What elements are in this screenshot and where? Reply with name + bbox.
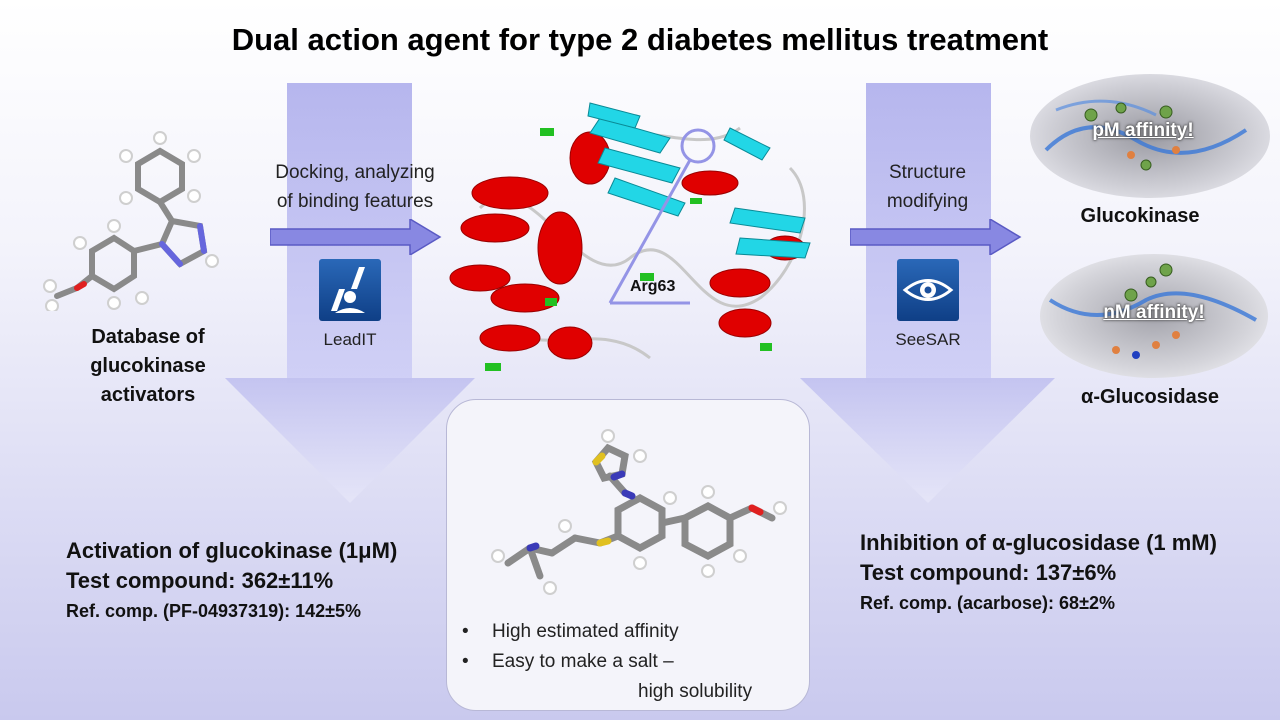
glucosidase-label: α-Glucosidase	[1081, 386, 1219, 408]
list-item: •Easy to make a salt –	[462, 651, 674, 672]
glucokinase-results: Activation of glucokinase (1μM) Test com…	[66, 536, 397, 626]
right-arrow-step2-icon	[850, 219, 1022, 255]
seesar-tool-label: SeeSAR	[895, 330, 961, 349]
glucokinase-results-heading: Activation of glucokinase (1μM)	[66, 538, 398, 563]
glucosidase-results-heading: Inhibition of α-glucosidase (1 mM)	[860, 530, 1217, 555]
list-item-continuation: high solubility	[638, 681, 753, 702]
designed-compound-panel	[446, 399, 810, 711]
compound-features-list: •High estimated affinity •Easy to make a…	[462, 617, 752, 707]
glucosidase-affinity-badge: nM affinity!	[1103, 302, 1205, 323]
leadit-tool-label: LeadIT	[323, 330, 377, 349]
list-item: •High estimated affinity	[462, 621, 679, 642]
designed-compound-molecule-icon	[491, 429, 787, 595]
glucokinase-affinity-badge: pM affinity!	[1092, 120, 1194, 141]
down-arrows	[225, 378, 1055, 503]
down-arrow-right	[800, 378, 1055, 503]
right-arrow-step1-icon	[270, 219, 442, 255]
glucokinase-label: Glucokinase	[1080, 205, 1200, 227]
glucokinase-test-value: Test compound: 362±11%	[66, 568, 334, 593]
database-label: Database of glucokinase activators	[90, 326, 206, 406]
molecule-glucokinase-activator-icon	[43, 131, 219, 311]
seesar-logo-icon	[897, 259, 959, 321]
page-title: Dual action agent for type 2 diabetes me…	[231, 22, 1049, 57]
arg63-label: Arg63	[630, 278, 676, 295]
leadit-logo-icon	[319, 259, 381, 321]
down-arrow-left	[225, 378, 475, 503]
glucosidase-results: Inhibition of α-glucosidase (1 mM) Test …	[860, 528, 1217, 618]
glucosidase-pocket-icon	[1040, 254, 1268, 378]
docking-step-label: Docking, analyzing of binding features	[275, 162, 435, 212]
glucokinase-ref-value: Ref. comp. (PF-04937319): 142±5%	[66, 601, 362, 621]
glucosidase-test-value: Test compound: 137±6%	[860, 560, 1117, 585]
protein-structure-icon	[449, 102, 811, 371]
structure-step-label: Structure modifying	[886, 162, 969, 212]
glucosidase-ref-value: Ref. comp. (acarbose): 68±2%	[860, 593, 1115, 613]
glucokinase-pocket-icon	[1030, 74, 1270, 198]
